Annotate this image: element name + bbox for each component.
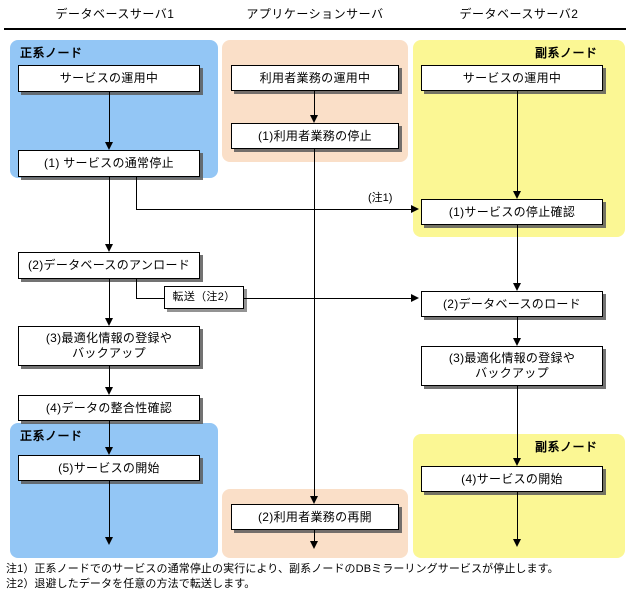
node-db1-step1-normal-stop[interactable]: (1) サービスの通常停止 [18,150,200,177]
arrowhead-db2-step3 [512,338,521,346]
arrowhead-db2-step4 [512,458,521,466]
node-db2-service-running[interactable]: サービスの運用中 [421,65,603,91]
node-db1-step2-db-unload[interactable]: (2)データベースのアンロード [18,252,200,279]
arrowhead-db1-step3 [104,318,113,326]
node-db2-step3-optimize-backup[interactable]: (3)最適化情報の登録や バックアップ [421,346,603,386]
connector-note1-vertical-stub [136,177,137,210]
connector-transfer-vertical-stub [136,279,137,299]
node-app-step1-business-stop[interactable]: (1)利用者業務の停止 [231,123,399,149]
arrowhead-app-step1 [309,115,318,123]
arrowhead-app-step2 [309,496,318,504]
connector-db2-step3-to-step4 [517,386,518,459]
connector-db1-running-to-step1 [109,92,110,143]
connector-db1-step2-to-step3 [109,279,110,319]
connector-db2-running-to-step1 [517,91,518,192]
footnote-2: 注2）退避したデータを任意の方法で転送します。 [6,578,256,590]
column-header-db-server-2: データベースサーバ2 [459,7,579,21]
arrowhead-db1-end [104,537,113,545]
arrowhead-db1-step2 [104,244,113,252]
node-db1-step4-consistency-check[interactable]: (4)データの整合性確認 [18,395,200,421]
node-app-business-running[interactable]: 利用者業務の運用中 [231,65,399,91]
node-db1-step3-optimize-backup[interactable]: (3)最適化情報の登録や バックアップ [18,326,200,366]
node-app-step2-business-resume[interactable]: (2)利用者業務の再開 [231,504,399,530]
header-divider-rule [4,28,626,30]
node-db1-step5-service-start[interactable]: (5)サービスの開始 [18,455,200,481]
arrowhead-db1-step1 [104,142,113,150]
panel-label-db2-secondary-bottom: 副系ノード [535,440,598,454]
panel-label-db1-primary-top: 正系ノード [20,46,83,60]
connector-app-step1-to-step2 [314,149,315,497]
connector-transfer-in [136,298,164,299]
arrowhead-db2-end [512,539,521,547]
connector-db2-step4-to-end [517,492,518,540]
edge-label-note1: (注1) [368,192,393,204]
arrowhead-db2-step2 [512,283,521,291]
arrowhead-transfer [411,293,419,302]
column-header-app-server: アプリケーションサーバ [246,7,384,21]
arrowhead-db2-step1 [512,191,521,199]
panel-db2-secondary-node-bottom [413,434,625,558]
panel-db1-primary-node-bottom [10,423,218,558]
connector-db2-step2-to-step3 [517,317,518,339]
arrowhead-note1 [411,204,419,213]
connector-db2-step1-to-step2 [517,225,518,284]
node-db2-step1-stop-confirm[interactable]: (1)サービスの停止確認 [421,199,603,225]
panel-label-db1-primary-bottom: 正系ノード [20,429,83,443]
connector-db1-step5-to-end [109,481,110,538]
connector-transfer-out [244,298,413,299]
node-db1-service-running[interactable]: サービスの運用中 [18,65,200,92]
connector-db1-step3-to-step4 [109,366,110,388]
arrowhead-app-end [309,541,318,549]
panel-label-db2-secondary-top: 副系ノード [535,46,598,60]
column-header-db-server-1: データベースサーバ1 [55,7,175,21]
connector-note1-horizontal [136,209,413,210]
node-db2-step4-service-start[interactable]: (4)サービスの開始 [421,466,603,492]
connector-app-running-to-step1 [314,91,315,116]
connector-app-step2-to-end [314,530,315,542]
footnote-1: 注1）正系ノードでのサービスの通常停止の実行により、副系ノードのDBミラーリング… [6,563,559,575]
node-db2-step2-db-load[interactable]: (2)データベースのロード [421,291,603,317]
arrowhead-db1-step4 [104,387,113,395]
node-transfer[interactable]: 転送（注2） [164,286,244,309]
connector-db1-step4-to-step5 [109,421,110,448]
footnotes-block: 注1）正系ノードでのサービスの通常停止の実行により、副系ノードのDBミラーリング… [6,562,559,592]
arrowhead-db1-step5 [104,447,113,455]
connector-db1-step1-to-step2 [109,177,110,245]
